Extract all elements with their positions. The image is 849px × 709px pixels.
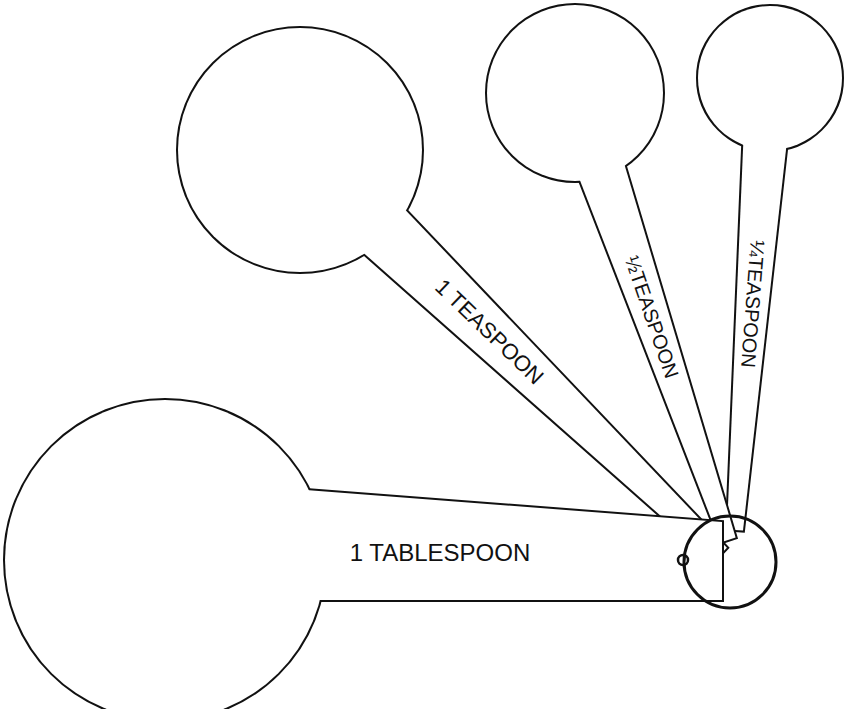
pivot-ring [684, 516, 776, 608]
tablespoon [5, 400, 722, 709]
rivet [678, 555, 688, 565]
spoon-label: 1 TEASPOON [430, 275, 548, 390]
quarter-teaspoon [698, 6, 842, 531]
spoon-label: 1 TABLESPOON [350, 540, 531, 566]
